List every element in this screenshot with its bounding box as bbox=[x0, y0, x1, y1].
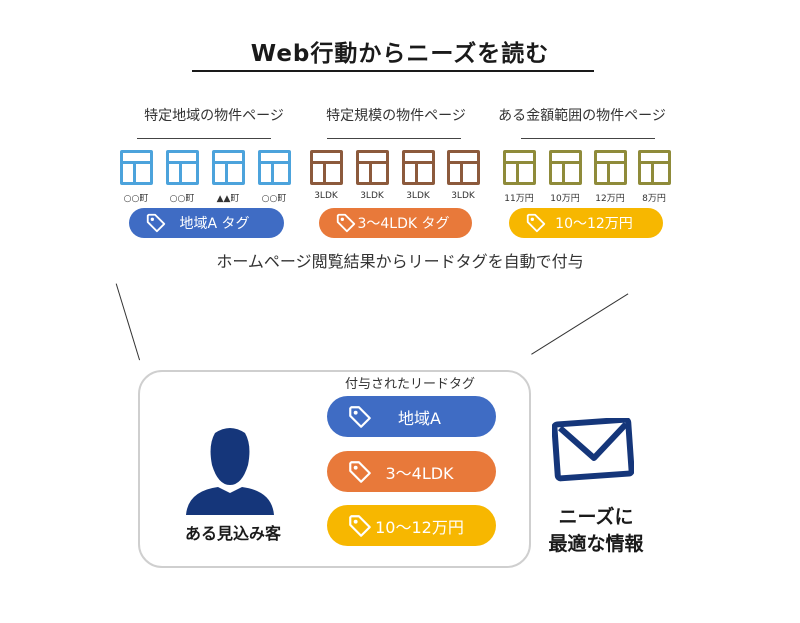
page-caption: ○○町 bbox=[123, 194, 149, 204]
page-caption: ▲▲町 bbox=[216, 194, 240, 204]
tag-label: 10～12万円 bbox=[555, 216, 633, 232]
assigned-area-tag: 地域A bbox=[327, 396, 496, 437]
tag-label: 3～4LDK bbox=[385, 463, 454, 483]
page-caption: 8万円 bbox=[642, 194, 666, 204]
assigned-price-tag: 10～12万円 bbox=[327, 505, 496, 546]
assigned-size-tag: 3～4LDK bbox=[327, 451, 496, 492]
tag-icon bbox=[336, 213, 356, 233]
tag-icon bbox=[146, 213, 166, 233]
page-icon bbox=[638, 150, 671, 185]
page-icon bbox=[402, 150, 435, 185]
prospect-label: ある見込み客 bbox=[184, 524, 281, 543]
tag-icon bbox=[349, 514, 371, 537]
tag-icon bbox=[349, 405, 371, 428]
page-icon bbox=[549, 150, 582, 185]
price-tag: 10～12万円 bbox=[509, 208, 663, 238]
mail-icon bbox=[552, 418, 634, 482]
connector-line-right bbox=[530, 293, 629, 355]
size-tag: 3～4LDK タグ bbox=[319, 208, 472, 238]
page-icon bbox=[166, 150, 199, 185]
title-underline bbox=[192, 70, 594, 72]
page-icon bbox=[310, 150, 343, 185]
page-icon bbox=[212, 150, 245, 185]
diagram-title: Web行動からニーズを読む bbox=[250, 41, 550, 67]
assigned-tags-label: 付与されたリードタグ bbox=[344, 377, 475, 392]
tag-icon bbox=[349, 460, 371, 483]
page-icon bbox=[594, 150, 627, 185]
prospect-card bbox=[138, 370, 531, 568]
page-icon bbox=[503, 150, 536, 185]
optimal-info-label: ニーズに 最適な情報 bbox=[530, 504, 662, 558]
page-caption: 10万円 bbox=[550, 194, 580, 204]
page-caption: 3LDK bbox=[451, 191, 475, 201]
group-label-area: 特定地域の物件ページ bbox=[144, 108, 284, 124]
page-caption: 3LDK bbox=[360, 191, 384, 201]
area-tag: 地域A タグ bbox=[129, 208, 284, 238]
group-divider-size bbox=[327, 138, 461, 139]
page-icon bbox=[258, 150, 291, 185]
page-icon bbox=[356, 150, 389, 185]
page-caption: 12万円 bbox=[595, 194, 625, 204]
group-divider-area bbox=[137, 138, 271, 139]
group-label-price: ある金額範囲の物件ページ bbox=[498, 108, 666, 124]
page-caption: 11万円 bbox=[504, 194, 534, 204]
group-divider-price bbox=[521, 138, 655, 139]
page-icon bbox=[447, 150, 480, 185]
page-caption: 3LDK bbox=[314, 191, 338, 201]
subtitle: ホームページ閲覧結果からリードタグを自動で付与 bbox=[216, 252, 584, 271]
tag-label: 3～4LDK タグ bbox=[357, 216, 450, 232]
page-caption: ○○町 bbox=[261, 194, 287, 204]
tag-label: 地域A タグ bbox=[179, 216, 250, 232]
connector-line-left bbox=[115, 283, 141, 361]
person-icon bbox=[186, 428, 274, 515]
tag-icon bbox=[526, 213, 546, 233]
tag-label: 10～12万円 bbox=[375, 517, 464, 537]
tag-label: 地域A bbox=[398, 408, 441, 428]
group-label-size: 特定規模の物件ページ bbox=[326, 108, 466, 124]
page-caption: 3LDK bbox=[406, 191, 430, 201]
page-caption: ○○町 bbox=[169, 194, 195, 204]
info-line-2: 最適な情報 bbox=[548, 533, 644, 555]
page-icon bbox=[120, 150, 153, 185]
info-line-1: ニーズに bbox=[558, 506, 634, 528]
